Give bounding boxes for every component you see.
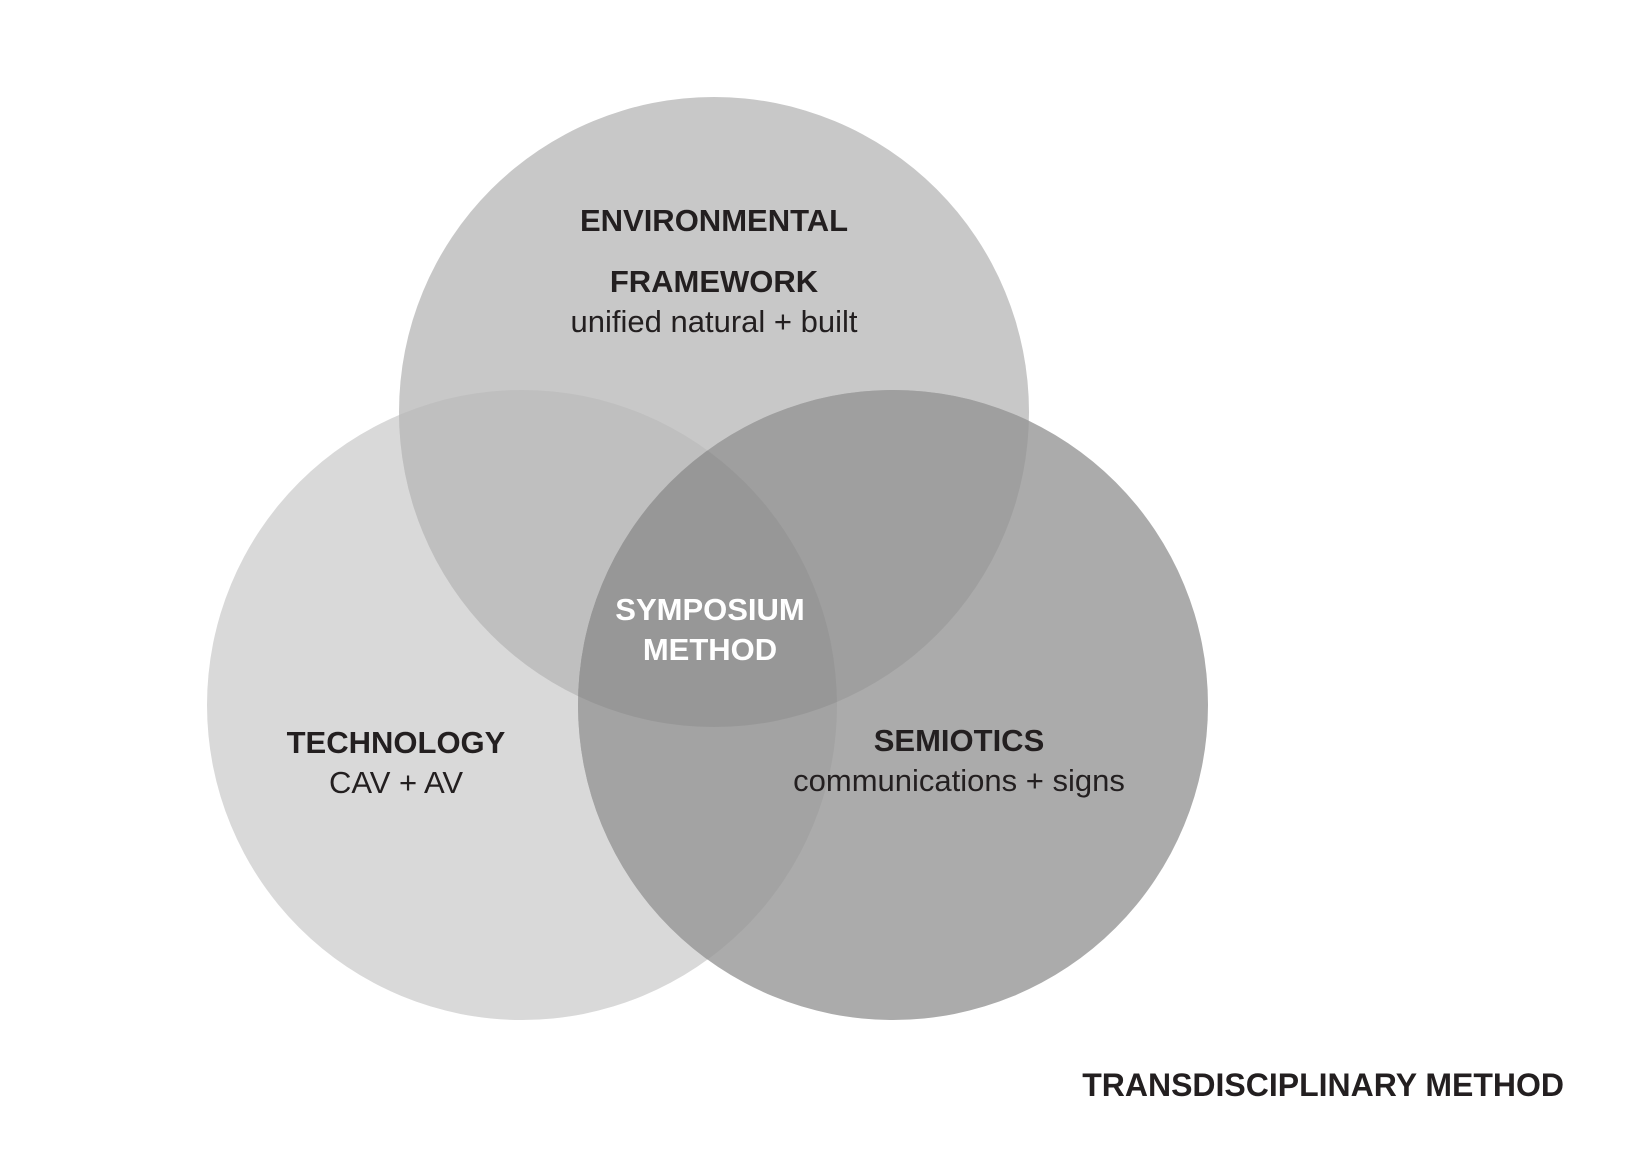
environmental-title-line2: FRAMEWORK	[610, 264, 819, 299]
center-label-line2: METHOD	[643, 632, 777, 667]
overlap-center	[578, 390, 837, 727]
technology-title: TECHNOLOGY	[287, 725, 506, 760]
diagram-caption: TRANSDISCIPLINARY METHOD	[1082, 1067, 1564, 1103]
technology-subtitle: CAV + AV	[329, 765, 463, 800]
semiotics-title: SEMIOTICS	[874, 723, 1045, 758]
center-label-line1: SYMPOSIUM	[615, 592, 804, 627]
semiotics-subtitle: communications + signs	[793, 763, 1125, 798]
environmental-subtitle: unified natural + built	[571, 304, 858, 339]
environmental-title-line1: ENVIRONMENTAL	[580, 203, 848, 238]
